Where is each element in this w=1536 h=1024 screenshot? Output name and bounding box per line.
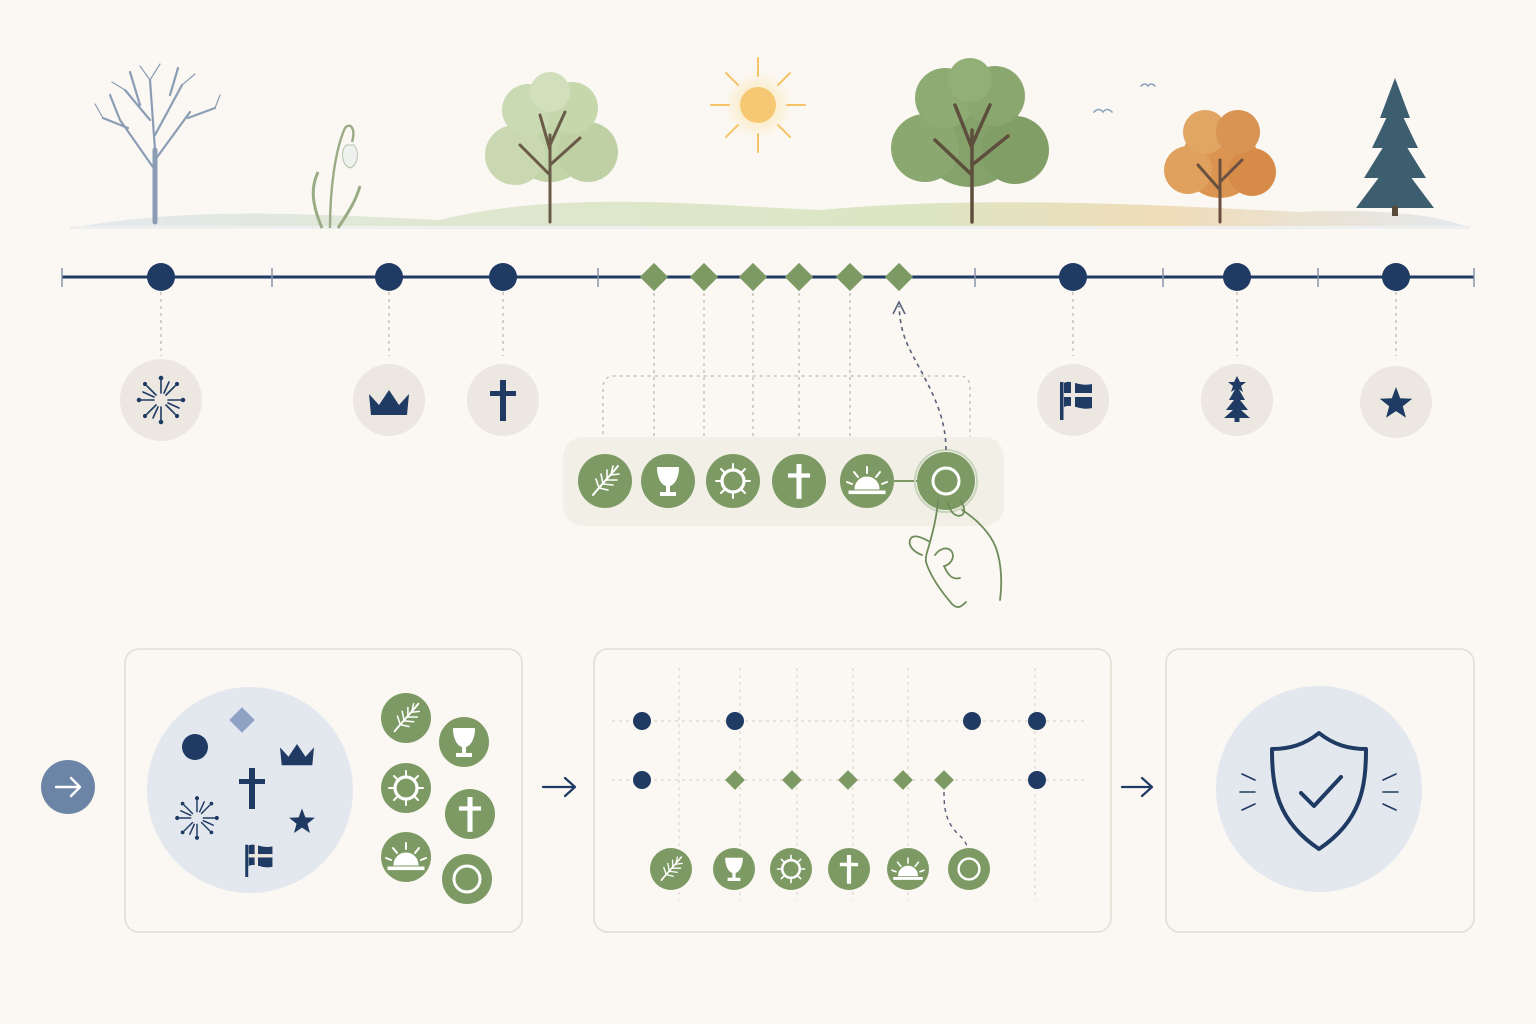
birds (1093, 83, 1156, 114)
movable-holy-saturday[interactable] (772, 454, 826, 508)
event-dot-star-day[interactable] (1382, 263, 1410, 291)
badge-candlemas[interactable] (467, 364, 539, 436)
snowdrop-flower (311, 124, 362, 229)
arrow-right-icon (1120, 776, 1154, 798)
drag-connector (892, 300, 947, 451)
badge-star-day[interactable] (1360, 366, 1432, 438)
step-arrange-on-timeline (593, 648, 1112, 933)
badge-new-year[interactable] (120, 359, 202, 441)
movable-good-friday[interactable] (706, 454, 760, 508)
summer-sun (710, 57, 806, 153)
event-diamond-holy-saturday[interactable] (784, 262, 814, 292)
badge-national-day[interactable] (1037, 364, 1109, 436)
start-button[interactable] (41, 760, 95, 814)
event-diamond-good-friday[interactable] (738, 262, 768, 292)
spring-blossom-tree (485, 72, 618, 224)
timeline-ticks (61, 268, 1475, 287)
timeline (61, 262, 1475, 608)
step-verified (1165, 648, 1475, 933)
movable-palm-sunday[interactable] (578, 454, 632, 508)
fixed-event-badges (120, 359, 1432, 441)
autumn-tree (1164, 110, 1276, 224)
badge-epiphany[interactable] (353, 364, 425, 436)
event-diamond-palm-sunday[interactable] (639, 262, 669, 292)
event-diamond-maundy-thursday[interactable] (689, 262, 719, 292)
evergreen-fir-tree (1356, 78, 1434, 216)
movable-easter-monday-selected[interactable] (914, 449, 978, 513)
pointing-hand-icon (908, 499, 1003, 608)
event-diamond-easter-sunday[interactable] (835, 262, 865, 292)
badge-christmas[interactable] (1201, 364, 1273, 436)
event-dot-epiphany[interactable] (375, 263, 403, 291)
arrow-up-icon (892, 300, 906, 315)
bare-winter-tree (94, 63, 221, 225)
event-diamond-easter-monday[interactable] (884, 262, 914, 292)
summer-oak-tree (891, 58, 1049, 224)
event-dot-national-day[interactable] (1059, 263, 1087, 291)
pipeline (41, 648, 1475, 933)
movable-easter-sunday[interactable] (840, 454, 894, 508)
arrow-right-icon (541, 776, 577, 798)
season-landscape (70, 57, 1470, 229)
step-collect-events (124, 648, 523, 933)
event-dot-new-year[interactable] (147, 263, 175, 291)
dot-icon (182, 734, 208, 760)
event-dot-christmas[interactable] (1223, 263, 1251, 291)
event-dot-candlemas[interactable] (489, 263, 517, 291)
movable-events-panel (563, 437, 1004, 526)
movable-maundy-thursday[interactable] (641, 454, 695, 508)
diamond-icon (229, 707, 255, 733)
arrow-right-icon (54, 776, 82, 798)
